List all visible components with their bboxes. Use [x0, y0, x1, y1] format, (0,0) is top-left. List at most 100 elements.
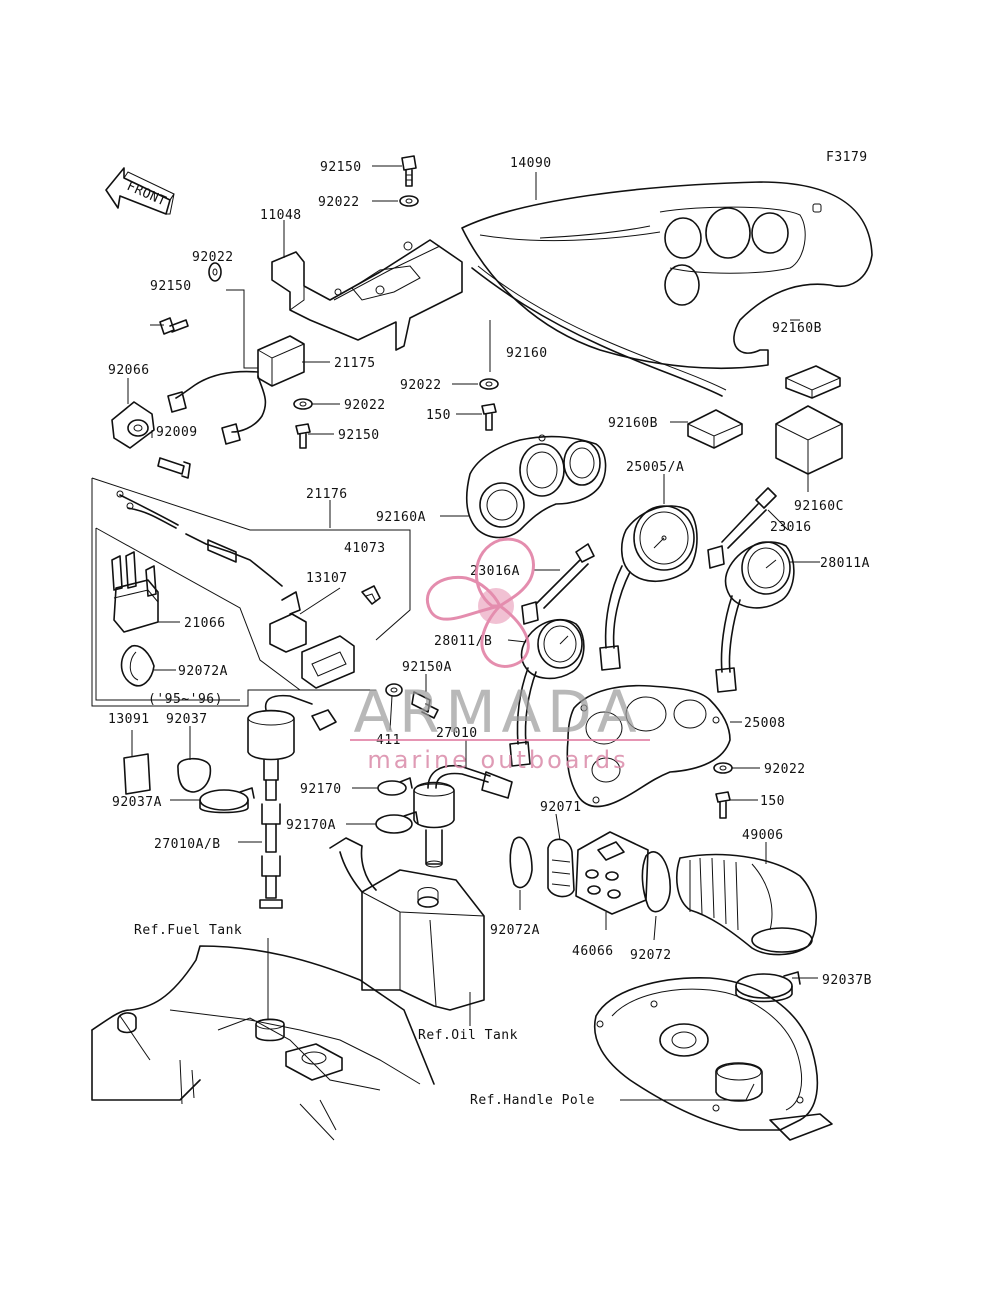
label-28011B: 28011/B [434, 634, 492, 649]
wire-21176 [116, 490, 283, 587]
label-25005A: 25005/A [626, 460, 684, 475]
label-49006: 49006 [742, 828, 784, 843]
label-92160A: 92160A [376, 510, 426, 525]
sender-23016 [707, 487, 777, 569]
grommet-92066 [111, 401, 155, 449]
label-150-right: 150 [760, 794, 785, 809]
fuse-holder-13107 [269, 591, 307, 653]
label-92037B: 92037B [822, 973, 872, 988]
module-21066 [111, 551, 159, 633]
label-92160B-mid: 92160B [608, 416, 658, 431]
duct-49006 [676, 853, 817, 956]
oil-tank [329, 837, 485, 1011]
washer-92022-right [713, 762, 733, 774]
fuel-tank [91, 945, 435, 1141]
clamp-92170 [377, 777, 413, 796]
label-years: ('95~'96) [148, 692, 223, 707]
bolt-92150-left [159, 317, 189, 335]
washer-92022-center [479, 378, 499, 390]
washer-411 [385, 683, 403, 697]
label-92066: 92066 [108, 363, 150, 378]
label-92160C: 92160C [794, 499, 844, 514]
label-14090: 14090 [510, 156, 552, 171]
label-25008: 25008 [744, 716, 786, 731]
band-92072A-bottom [509, 836, 533, 889]
screw-92009 [157, 457, 191, 479]
label-150-center: 150 [426, 408, 451, 423]
label-92072A-left: 92072A [178, 664, 228, 679]
label-ref-handle-pole: Ref.Handle Pole [470, 1093, 595, 1108]
bolt-92150-top [401, 155, 417, 187]
label-92150-top: 92150 [320, 160, 362, 175]
label-28011A: 28011A [820, 556, 870, 571]
label-23016A: 23016A [470, 564, 520, 579]
label-92072A-bottom: 92072A [490, 923, 540, 938]
label-27010: 27010 [436, 726, 478, 741]
washer-92022-left [208, 262, 222, 282]
label-92071: 92071 [540, 800, 582, 815]
oil-pickup-27010 [413, 764, 513, 868]
band-92072A-left [120, 644, 155, 687]
label-92170A: 92170A [286, 818, 336, 833]
label-13107: 13107 [306, 571, 348, 586]
clamp-92037A [199, 787, 255, 814]
propeller-logo-icon [426, 537, 535, 668]
label-27010AB: 27010A/B [154, 837, 221, 852]
label-92160B-top: 92160B [772, 321, 822, 336]
instrument-cover-14090 [461, 181, 873, 397]
label-92150A: 92150A [402, 660, 452, 675]
front-arrow-icon: FRONT [105, 167, 175, 215]
label-13091: 13091 [108, 712, 150, 727]
armada-watermark: ARMADA marine outboards [350, 537, 650, 774]
label-92150-mid: 92150 [338, 428, 380, 443]
sender-23016A [521, 543, 595, 625]
band-92072 [641, 851, 671, 913]
bolt-92150A [411, 691, 439, 719]
washer-92022-top [399, 195, 419, 207]
label-21176: 21176 [306, 487, 348, 502]
label-92022-right: 92022 [764, 762, 806, 777]
label-23016: 23016 [770, 520, 812, 535]
label-11048: 11048 [260, 208, 302, 223]
label-92022-left: 92022 [192, 250, 234, 265]
label-92009: 92009 [156, 425, 198, 440]
label-92037A: 92037A [112, 795, 162, 810]
label-92160: 92160 [506, 346, 548, 361]
handle-pole [594, 977, 833, 1141]
label-92072: 92072 [630, 948, 672, 963]
watermark-subtitle: marine outboards [367, 746, 628, 774]
cap-set-46066 [575, 831, 649, 915]
label-92022-mid: 92022 [344, 398, 386, 413]
pad-92160C [775, 405, 843, 475]
leader-lines [127, 165, 820, 1101]
label-ref-oil-tank: Ref.Oil Tank [418, 1028, 518, 1043]
clamp-92037B [735, 971, 801, 1003]
gauge-25005A [599, 505, 698, 671]
band-92037 [177, 757, 212, 793]
fuel-pickup-27010AB [247, 694, 337, 909]
coil-21175 [167, 335, 305, 445]
label-92170: 92170 [300, 782, 342, 797]
bolt-150-center [481, 403, 497, 431]
label-92037: 92037 [166, 712, 208, 727]
washer-92022-mid [293, 398, 313, 410]
watermark-title: ARMADA [353, 678, 642, 746]
bezel-92160A [465, 434, 607, 539]
pad-92160B-top [785, 365, 841, 399]
label-21175: 21175 [334, 356, 376, 371]
front-marker: FRONT [124, 179, 168, 210]
label-46066: 46066 [572, 944, 614, 959]
bracket-11048 [271, 239, 463, 351]
harness-group-box [91, 477, 411, 707]
filter-13091 [123, 753, 151, 795]
bolt-150-right [715, 791, 731, 819]
label-41073: 41073 [344, 541, 386, 556]
clip-41073 [361, 585, 381, 605]
cover-block [301, 635, 355, 689]
clamp-92071 [547, 838, 575, 898]
label-92150-left: 92150 [150, 279, 192, 294]
pad-92160B-mid [687, 409, 743, 449]
bolt-92150-mid [295, 423, 311, 449]
figure-code: F3179 [826, 150, 868, 165]
